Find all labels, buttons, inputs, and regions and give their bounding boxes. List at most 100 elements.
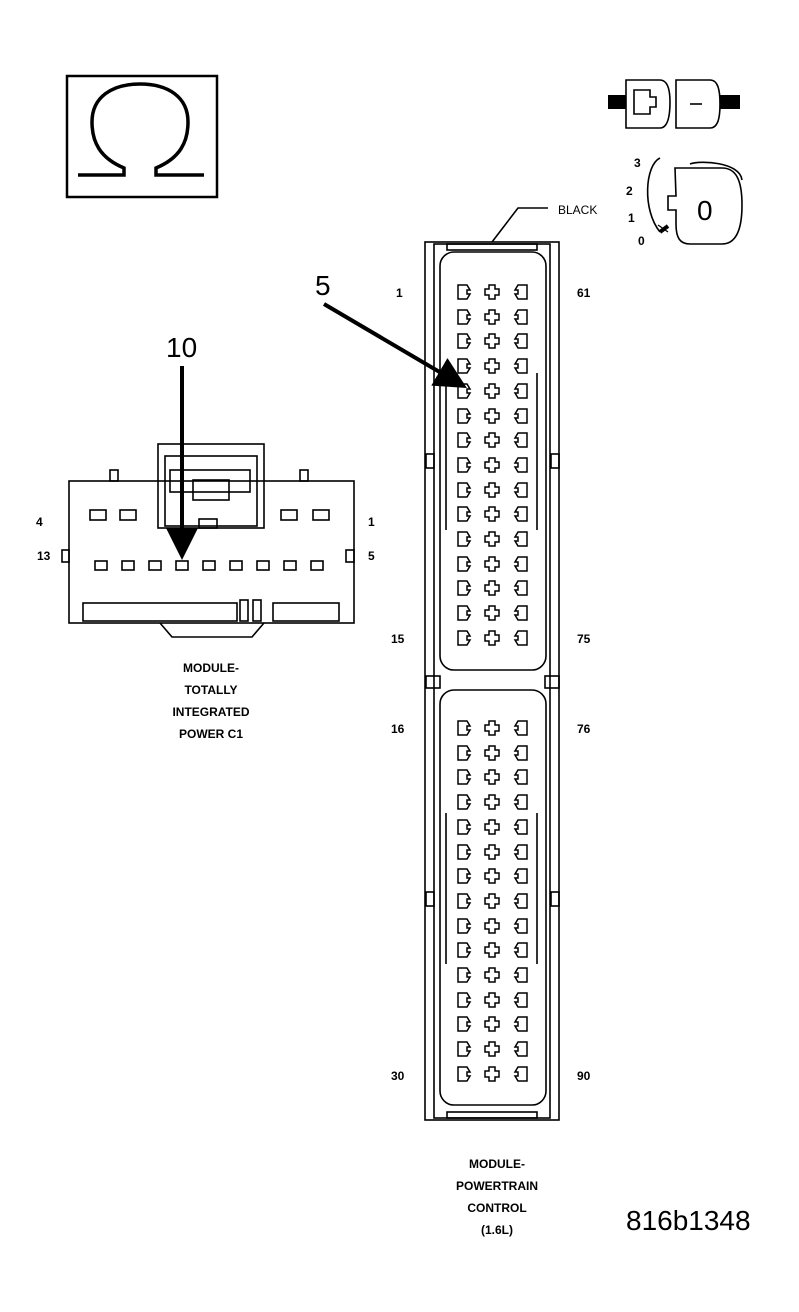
pcm-caption-line-3: CONTROL <box>467 1201 526 1215</box>
pcm-terminal-cavity <box>457 794 472 810</box>
pcm-terminal-cavity <box>513 630 528 646</box>
pcm-terminal-cavity <box>457 630 472 646</box>
pcm-terminal-cavity <box>513 1066 528 1082</box>
black-color-label: BLACK <box>558 203 597 217</box>
pcm-caption-line-4: (1.6L) <box>481 1223 513 1237</box>
ignition-key-icon <box>608 79 743 245</box>
pcm-pin-15-label: 15 <box>391 632 405 646</box>
pcm-terminal-cavity <box>484 284 500 300</box>
ohmmeter-icon <box>65 74 219 199</box>
pcm-pin-61-label: 61 <box>577 286 591 300</box>
tipm-pin-4-label: 4 <box>36 515 43 529</box>
pcm-terminal-cavity <box>513 819 528 835</box>
pcm-terminal-cavity <box>484 918 500 934</box>
pcm-terminal-cavity <box>484 1041 500 1057</box>
pcm-terminal-cavity <box>513 745 528 761</box>
pcm-terminal-cavity <box>513 506 528 522</box>
pcm-connector <box>424 241 560 1121</box>
pcm-terminal-cavity <box>457 506 472 522</box>
tipm-connector <box>61 443 355 638</box>
pcm-terminal-cavity <box>484 893 500 909</box>
pcm-terminal-cavity <box>484 482 500 498</box>
pcm-terminal-cavity <box>513 605 528 621</box>
pcm-callout: 5 <box>315 270 331 301</box>
pcm-terminal-cavity <box>457 769 472 785</box>
pcm-terminal-cavity <box>484 383 500 399</box>
pcm-terminal-cavity <box>484 580 500 596</box>
pcm-terminal-cavity <box>484 556 500 572</box>
pcm-terminal-cavity <box>513 769 528 785</box>
key-pos-3: 3 <box>634 156 641 170</box>
pcm-terminal-cavity <box>513 432 528 448</box>
pcm-terminal-cavity <box>513 580 528 596</box>
pcm-terminal-cavity <box>513 967 528 983</box>
black-leader-line <box>491 207 548 243</box>
pcm-terminal-cavity <box>457 1066 472 1082</box>
pcm-pin-grid <box>457 284 528 1082</box>
pcm-pin-1-label: 1 <box>396 286 403 300</box>
pcm-terminal-cavity <box>513 383 528 399</box>
pcm-terminal-cavity <box>457 819 472 835</box>
pcm-terminal-cavity <box>457 284 472 300</box>
pcm-terminal-cavity <box>457 457 472 473</box>
pcm-pin-75-label: 75 <box>577 632 591 646</box>
pcm-terminal-cavity <box>513 794 528 810</box>
key-label: 0 <box>697 195 713 226</box>
pcm-terminal-cavity <box>484 819 500 835</box>
pcm-terminal-cavity <box>484 630 500 646</box>
tipm-caption-line-2: TOTALLY <box>184 683 237 697</box>
pcm-terminal-cavity <box>484 333 500 349</box>
tipm-pin-13-label: 13 <box>37 549 51 563</box>
pcm-pin-16-label: 16 <box>391 722 405 736</box>
pcm-terminal-cavity <box>457 720 472 736</box>
tipm-caption-line-4: POWER C1 <box>179 727 243 741</box>
tipm-pin-5-label: 5 <box>368 549 375 563</box>
pcm-terminal-cavity <box>513 1041 528 1057</box>
pcm-terminal-cavity <box>457 918 472 934</box>
key-pos-1: 1 <box>628 211 635 225</box>
pcm-terminal-cavity <box>457 383 472 399</box>
pcm-pin-76-label: 76 <box>577 722 591 736</box>
pcm-terminal-cavity <box>484 432 500 448</box>
pcm-terminal-cavity <box>457 482 472 498</box>
pcm-terminal-cavity <box>513 844 528 860</box>
pcm-terminal-cavity <box>484 942 500 958</box>
pcm-terminal-cavity <box>457 309 472 325</box>
tipm-callout: 10 <box>166 332 197 363</box>
pcm-terminal-cavity <box>457 1016 472 1032</box>
key-pos-2: 2 <box>626 184 633 198</box>
pcm-terminal-cavity <box>484 408 500 424</box>
pcm-terminal-cavity <box>457 605 472 621</box>
pcm-terminal-cavity <box>513 284 528 300</box>
pcm-callout-arrow <box>322 302 467 389</box>
pcm-terminal-cavity <box>484 992 500 1008</box>
pcm-terminal-cavity <box>513 482 528 498</box>
pcm-terminal-cavity <box>484 794 500 810</box>
pcm-terminal-cavity <box>484 531 500 547</box>
pcm-terminal-cavity <box>484 309 500 325</box>
pcm-terminal-cavity <box>513 531 528 547</box>
pcm-terminal-cavity <box>513 333 528 349</box>
pcm-terminal-cavity <box>513 942 528 958</box>
pcm-terminal-cavity <box>457 1041 472 1057</box>
pcm-terminal-cavity <box>484 844 500 860</box>
pcm-terminal-cavity <box>484 457 500 473</box>
pcm-terminal-cavity <box>513 918 528 934</box>
pcm-terminal-cavity <box>513 309 528 325</box>
pcm-terminal-cavity <box>513 868 528 884</box>
pcm-terminal-cavity <box>484 605 500 621</box>
pcm-terminal-cavity <box>513 720 528 736</box>
pcm-caption-line-2: POWERTRAIN <box>456 1179 538 1193</box>
pcm-terminal-cavity <box>513 893 528 909</box>
pcm-terminal-cavity <box>457 358 472 374</box>
pcm-terminal-cavity <box>484 506 500 522</box>
pcm-terminal-cavity <box>457 531 472 547</box>
pcm-terminal-cavity <box>513 556 528 572</box>
pcm-terminal-cavity <box>484 1066 500 1082</box>
pcm-terminal-cavity <box>457 580 472 596</box>
pcm-terminal-cavity <box>457 967 472 983</box>
pcm-terminal-cavity <box>484 720 500 736</box>
tipm-pin-1-label: 1 <box>368 515 375 529</box>
pcm-pin-30-label: 30 <box>391 1069 405 1083</box>
pcm-terminal-cavity <box>484 1016 500 1032</box>
